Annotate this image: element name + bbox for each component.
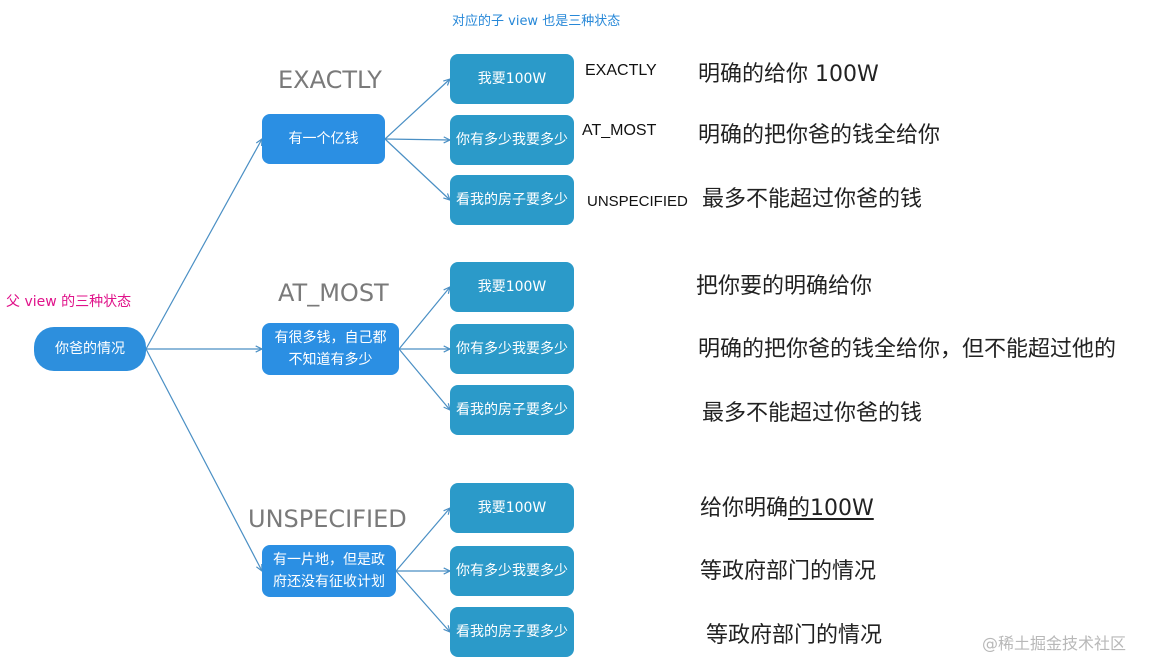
child-mode-exactly: EXACTLY	[585, 62, 657, 79]
leaf-at-most-2: 你有多少我要多少	[450, 324, 574, 374]
node-at-most: 有很多钱，自己都不知道有多少	[262, 323, 399, 375]
mode-exactly-label: EXACTLY	[278, 66, 382, 94]
mode-at-most-label: AT_MOST	[278, 279, 389, 307]
parent-states-title: 父 view 的三种状态	[6, 294, 132, 310]
mode-unspecified-label: UNSPECIFIED	[248, 505, 407, 533]
desc-unspecified-1: 给你明确的100W	[700, 490, 874, 522]
root-node: 你爸的情况	[34, 327, 146, 371]
leaf-at-most-1: 我要100W	[450, 262, 574, 312]
desc-at-most-2: 明确的把你爸的钱全给你，但不能超过他的	[698, 337, 1117, 362]
leaf-at-most-3: 看我的房子要多少	[450, 385, 574, 435]
desc-exactly-1: 明确的给你 100W	[698, 62, 879, 87]
desc-unspecified-1-plain: 给你明确	[700, 496, 789, 521]
desc-unspecified-2: 等政府部门的情况	[700, 559, 877, 584]
desc-exactly-2: 明确的把你爸的钱全给你	[698, 123, 941, 148]
leaf-exactly-1: 我要100W	[450, 54, 574, 104]
child-mode-at-most: AT_MOST	[582, 122, 657, 139]
edge-root-unspecified	[145, 348, 263, 573]
desc-unspecified-1-underlined: 的100W	[788, 496, 874, 521]
edge-at-most-3	[398, 348, 451, 412]
desc-exactly-3: 最多不能超过你爸的钱	[702, 187, 923, 212]
leaf-unspecified-2: 你有多少我要多少	[450, 546, 574, 596]
leaf-exactly-2: 你有多少我要多少	[450, 115, 574, 165]
leaf-unspecified-3: 看我的房子要多少	[450, 607, 574, 657]
edge-exactly-3	[384, 138, 452, 201]
edge-at-most-1	[398, 285, 451, 350]
node-exactly: 有一个亿钱	[262, 114, 385, 164]
watermark: @稀土掘金技术社区	[982, 634, 1127, 653]
node-unspecified: 有一片地，但是政府还没有征收计划	[262, 545, 396, 597]
leaf-exactly-3: 看我的房子要多少	[450, 175, 574, 225]
edge-unspecified-2	[396, 567, 452, 575]
child-mode-unspecified: UNSPECIFIED	[587, 193, 688, 210]
edge-exactly-2	[384, 136, 452, 144]
edge-unspecified-3	[395, 570, 451, 634]
edge-exactly-1	[384, 78, 452, 140]
edge-at-most-2	[399, 345, 452, 353]
leaf-unspecified-1: 我要100W	[450, 483, 574, 533]
desc-at-most-3: 最多不能超过你爸的钱	[702, 401, 923, 426]
edge-root-exactly	[145, 137, 263, 350]
child-states-title: 对应的子 view 也是三种状态	[452, 14, 621, 29]
edge-root-at-most	[146, 345, 264, 353]
desc-at-most-1: 把你要的明确给你	[696, 274, 873, 299]
desc-unspecified-3: 等政府部门的情况	[706, 623, 883, 648]
